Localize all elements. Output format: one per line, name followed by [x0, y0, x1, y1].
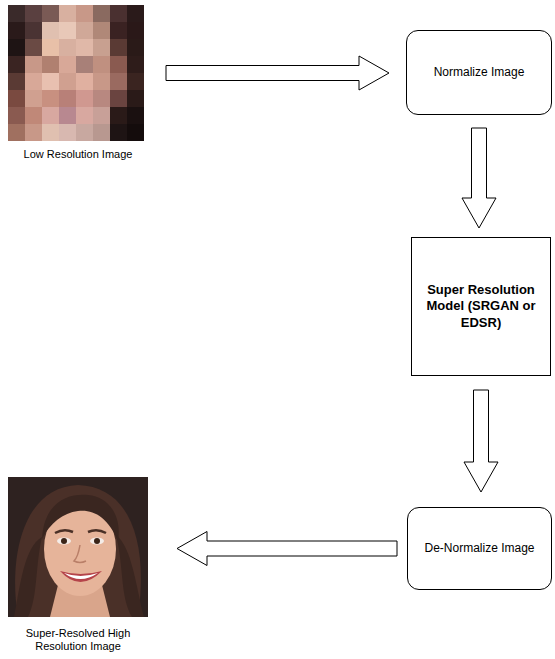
- illustration-shape: [8, 477, 148, 617]
- illustration-shape: [59, 56, 76, 73]
- illustration-shape: [25, 107, 42, 124]
- illustration-shape: [57, 538, 71, 545]
- pixelated-face: [8, 5, 144, 141]
- illustration-shape: [42, 5, 59, 22]
- illustration-shape: [127, 107, 144, 124]
- illustration-shape: [42, 107, 59, 124]
- illustration-shape: [93, 124, 110, 141]
- illustration-shape: [14, 537, 42, 617]
- illustration-shape: [127, 5, 144, 22]
- illustration-shape: [8, 5, 144, 141]
- illustration-shape: [93, 90, 110, 107]
- illustration-shape: [93, 22, 110, 39]
- illustration-shape: [93, 39, 110, 56]
- illustration-shape: [59, 73, 76, 90]
- illustration-shape: [74, 545, 86, 563]
- illustration-shape: [25, 5, 42, 22]
- illustration-shape: [8, 56, 25, 73]
- illustration-shape: [8, 22, 25, 39]
- illustration-shape: [76, 56, 93, 73]
- illustration-shape: [93, 5, 110, 22]
- illustration-shape: [25, 90, 42, 107]
- illustration-shape: [127, 124, 144, 141]
- illustration-shape: [110, 124, 127, 141]
- illustration-shape: [93, 56, 110, 73]
- illustration-shape: [93, 107, 110, 124]
- illustration-shape: [76, 22, 93, 39]
- image-node: Super-Resolved High Resolution Image: [8, 477, 148, 653]
- block-arrow: [462, 128, 496, 228]
- illustration-shape: [127, 39, 144, 56]
- box-label: Normalize Image: [434, 65, 525, 79]
- illustration-shape: [76, 107, 93, 124]
- image-caption: Super-Resolved High Resolution Image: [8, 627, 148, 653]
- illustration-shape: [25, 39, 42, 56]
- illustration-shape: [25, 22, 42, 39]
- illustration-shape: [88, 530, 106, 533]
- illustration-shape: [76, 124, 93, 141]
- illustration-shape: [110, 5, 127, 22]
- image-node: Low Resolution Image: [8, 5, 148, 161]
- box-label: De-Normalize Image: [424, 541, 534, 555]
- image-caption: Low Resolution Image: [8, 148, 148, 161]
- illustration-shape: [42, 39, 59, 56]
- illustration-shape: [42, 124, 59, 141]
- block-arrow: [177, 532, 397, 566]
- illustration-shape: [110, 107, 127, 124]
- illustration-shape: [42, 90, 59, 107]
- illustration-shape: [110, 73, 127, 90]
- illustration-shape: [110, 56, 127, 73]
- illustration-shape: [8, 5, 25, 22]
- illustration-shape: [42, 22, 59, 39]
- block-arrow: [464, 390, 498, 492]
- illustration-shape: [90, 538, 104, 545]
- box-label: Super Resolution Model (SRGAN or EDSR): [418, 282, 544, 331]
- illustration-shape: [76, 73, 93, 90]
- illustration-shape: [127, 73, 144, 90]
- illustration-shape: [59, 107, 76, 124]
- illustration-shape: [8, 124, 25, 141]
- illustration-shape: [25, 56, 42, 73]
- illustration-shape: [42, 495, 119, 541]
- illustration-shape: [25, 124, 42, 141]
- illustration-shape: [127, 56, 144, 73]
- illustration-shape: [59, 5, 76, 22]
- process-box: Normalize Image: [406, 30, 552, 115]
- illustration-shape: [8, 90, 25, 107]
- face-photo: [8, 477, 148, 617]
- illustration-shape: [25, 73, 42, 90]
- illustration-shape: [64, 573, 98, 579]
- illustration-shape: [116, 535, 144, 617]
- illustration-shape: [59, 90, 76, 107]
- illustration-shape: [127, 22, 144, 39]
- illustration-shape: [110, 90, 127, 107]
- illustration-shape: [42, 73, 59, 90]
- illustration-shape: [61, 538, 67, 544]
- illustration-shape: [59, 124, 76, 141]
- illustration-shape: [42, 56, 59, 73]
- illustration-shape: [93, 73, 110, 90]
- illustration-shape: [76, 90, 93, 107]
- illustration-shape: [94, 538, 100, 544]
- illustration-shape: [59, 39, 76, 56]
- illustration-shape: [8, 73, 25, 90]
- illustration-shape: [8, 39, 25, 56]
- illustration-shape: [8, 107, 25, 124]
- illustration-shape: [59, 22, 76, 39]
- illustration-shape: [60, 571, 102, 582]
- block-arrow: [166, 56, 389, 90]
- process-box: De-Normalize Image: [407, 507, 552, 590]
- process-box: Super Resolution Model (SRGAN or EDSR): [411, 237, 551, 376]
- illustration-shape: [76, 5, 93, 22]
- illustration-shape: [127, 90, 144, 107]
- illustration-shape: [76, 39, 93, 56]
- illustration-shape: [55, 530, 73, 533]
- illustration-shape: [110, 22, 127, 39]
- illustration-shape: [110, 39, 127, 56]
